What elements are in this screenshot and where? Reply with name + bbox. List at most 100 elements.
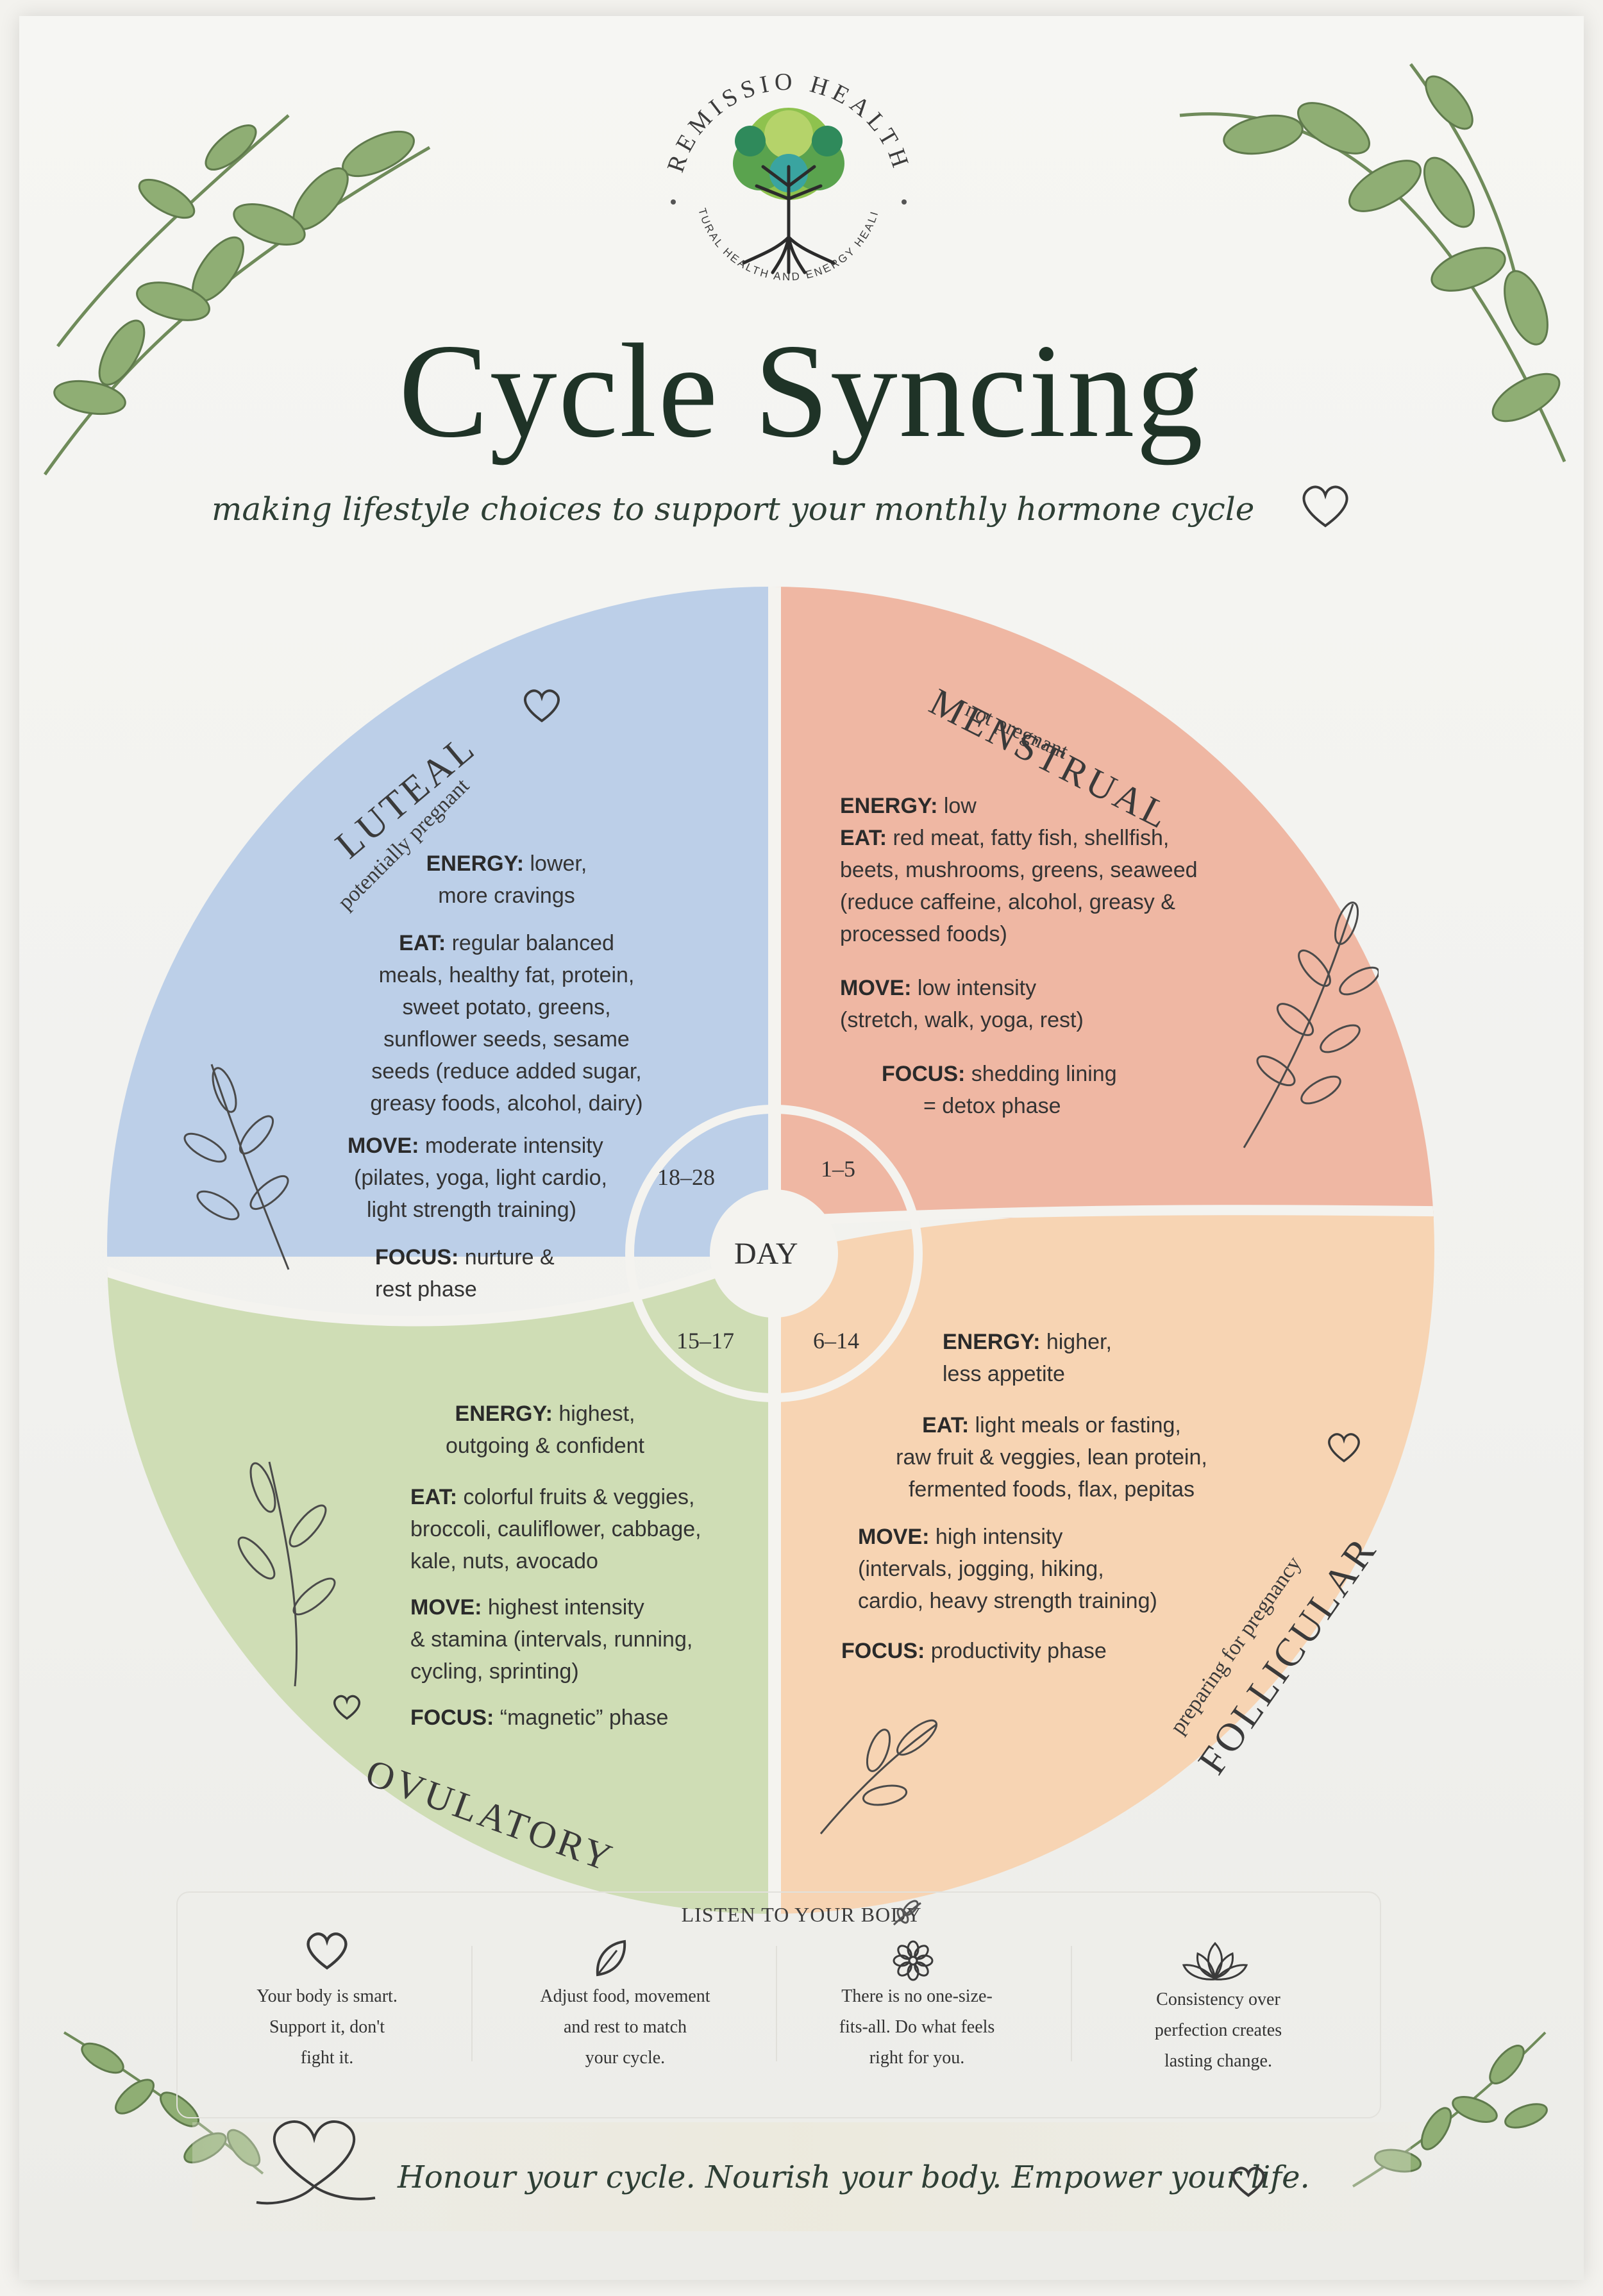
tip-text-3: There is no one-size- fits-all. Do what … — [839, 1986, 995, 2068]
follicular-details-eat: EAT: light meals or fasting, raw fruit &… — [878, 1409, 1225, 1505]
listen-panel — [176, 1891, 1381, 2118]
leaf-icon — [596, 1940, 626, 1977]
page-subtitle: making lifestyle choices to support your… — [212, 490, 1255, 528]
day-range-ovulatory: 15–17 — [676, 1328, 734, 1353]
sprig-illustration — [237, 1461, 336, 1687]
focus-label: FOCUS: — [375, 1245, 459, 1270]
day-range-luteal: 18–28 — [657, 1164, 715, 1190]
follicular-focus: productivity phase — [930, 1639, 1107, 1663]
follicular-eat-3: fermented foods, flax, pepitas — [908, 1477, 1195, 1502]
listen-title: LISTEN TO YOUR BODY — [681, 1903, 922, 1926]
menstrual-energy: low — [943, 794, 977, 818]
luteal-move-3: light strength training) — [367, 1198, 576, 1222]
move-label: MOVE: — [348, 1134, 419, 1158]
eat-label: EAT: — [840, 826, 887, 850]
menstrual-focus-1: shedding lining — [971, 1062, 1117, 1086]
luteal-eat-2: meals, healthy fat, protein, — [378, 963, 635, 987]
focus-label: FOCUS: — [410, 1705, 494, 1730]
luteal-details: ENERGY: lower, more cravings EAT: regula… — [340, 848, 673, 1119]
ovulatory-eat-3: kale, nuts, avocado — [410, 1549, 598, 1573]
ovulatory-move-3: cycling, sprinting) — [410, 1659, 579, 1684]
menstrual-eat-4: processed foods) — [840, 922, 1007, 946]
menstrual-eat-3: (reduce caffeine, alcohol, greasy & — [840, 890, 1175, 914]
heart-icon — [1232, 2166, 1265, 2197]
day-range-follicular: 6–14 — [813, 1328, 859, 1353]
heart-icon — [524, 689, 560, 723]
ovulatory-eat-1: colorful fruits & veggies, — [463, 1485, 695, 1509]
follicular-details: MOVE: high intensity (intervals, jogging… — [841, 1521, 1157, 1667]
luteal-move-2: (pilates, yoga, light cardio, — [354, 1166, 607, 1190]
follicular-eat-1: light meals or fasting, — [975, 1413, 1181, 1437]
heart-icon — [1328, 1433, 1360, 1462]
heart-icon — [333, 1695, 360, 1720]
move-label: MOVE: — [858, 1525, 930, 1549]
menstrual-move-2: (stretch, walk, yoga, rest) — [840, 1008, 1084, 1032]
ovulatory-details-energy: ENERGY: highest, outgoing & confident — [410, 1398, 680, 1462]
follicular-details-energy: ENERGY: higher, less appetite — [943, 1326, 1112, 1390]
tip-divider — [1071, 1946, 1072, 2061]
follicular-eat-2: raw fruit & veggies, lean protein, — [896, 1445, 1207, 1470]
tip-divider — [776, 1946, 777, 2061]
luteal-details-move: MOVE: moderate intensity (pilates, yoga,… — [348, 1130, 607, 1305]
ovulatory-eat-2: broccoli, cauliflower, cabbage, — [410, 1517, 701, 1541]
luteal-eat-3: sweet potato, greens, — [402, 995, 611, 1019]
flower-icon — [893, 1940, 934, 1981]
energy-label: ENERGY: — [943, 1330, 1041, 1354]
eat-label: EAT: — [399, 931, 446, 955]
follicular-energy-1: higher, — [1046, 1330, 1112, 1354]
move-label: MOVE: — [410, 1595, 482, 1620]
tip-divider — [471, 1946, 473, 2061]
menstrual-details: ENERGY: low EAT: red meat, fatty fish, s… — [840, 790, 1198, 1122]
sprig-illustration — [183, 1064, 290, 1270]
follicular-move-2: (intervals, jogging, hiking, — [858, 1557, 1104, 1581]
menstrual-eat-2: beets, mushrooms, greens, seaweed — [840, 858, 1198, 882]
center-day-label: DAY — [734, 1237, 798, 1271]
sprig-illustration — [1243, 901, 1379, 1148]
ovulatory-energy-1: highest, — [558, 1402, 635, 1426]
eat-label: EAT: — [922, 1413, 969, 1437]
energy-label: ENERGY: — [455, 1402, 553, 1426]
heart-icon — [306, 1932, 348, 1970]
luteal-focus-2: rest phase — [375, 1277, 477, 1302]
follicular-move-3: cardio, heavy strength training) — [858, 1589, 1157, 1613]
luteal-eat-5: seeds (reduce added sugar, — [371, 1059, 642, 1084]
footer-band — [192, 2122, 1411, 2231]
energy-label: ENERGY: — [426, 851, 525, 876]
focus-label: FOCUS: — [841, 1639, 925, 1663]
leaf-icon — [893, 1900, 921, 1926]
menstrual-eat-1: red meat, fatty fish, shellfish, — [893, 826, 1170, 850]
leaf-branch-top-left — [43, 114, 431, 476]
focus-label: FOCUS: — [882, 1062, 966, 1086]
footer-text: Honour your cycle. Nourish your body. Em… — [398, 2159, 1310, 2195]
menstrual-move-1: low intensity — [917, 976, 1037, 1000]
remissio-health-logo: REMISSIO HEALTH NATURAL HEALTH AND ENERG… — [641, 51, 911, 283]
energy-label: ENERGY: — [840, 794, 938, 818]
page-title: Cycle Syncing — [398, 317, 1205, 465]
eat-label: EAT: — [410, 1485, 458, 1509]
luteal-move-1: moderate intensity — [424, 1134, 603, 1158]
ovulatory-move-2: & stamina (intervals, running, — [410, 1627, 693, 1652]
ovulatory-focus: “magnetic” phase — [499, 1705, 669, 1730]
luteal-energy-1: lower, — [530, 851, 587, 876]
ovulatory-move-1: highest intensity — [487, 1595, 644, 1620]
day-range-menstrual: 1–5 — [821, 1156, 855, 1182]
luteal-eat-4: sunflower seeds, sesame — [383, 1027, 630, 1052]
follicular-energy-2: less appetite — [943, 1362, 1065, 1386]
tip-text-4: Consistency over perfection creates last… — [1154, 1990, 1282, 2071]
luteal-eat-1: regular balanced — [451, 931, 614, 955]
lotus-icon — [1182, 1941, 1248, 1981]
ovulatory-energy-2: outgoing & confident — [445, 1434, 645, 1458]
heart-icon — [256, 2120, 376, 2205]
move-label: MOVE: — [840, 976, 912, 1000]
sprig-illustration — [819, 1719, 937, 1834]
tip-text-2: Adjust food, movement and rest to match … — [540, 1986, 710, 2068]
luteal-focus-1: nurture & — [464, 1245, 555, 1270]
leaf-branch-top-right — [1179, 63, 1566, 462]
tip-text-1: Your body is smart. Support it, don't fi… — [256, 1986, 398, 2068]
follicular-move-1: high intensity — [935, 1525, 1063, 1549]
menstrual-focus-2: = detox phase — [923, 1094, 1061, 1118]
heart-icon — [1302, 485, 1348, 528]
ovulatory-details: EAT: colorful fruits & veggies, broccoli… — [410, 1481, 701, 1734]
luteal-eat-6: greasy foods, alcohol, dairy) — [370, 1091, 643, 1116]
luteal-energy-2: more cravings — [438, 884, 575, 908]
